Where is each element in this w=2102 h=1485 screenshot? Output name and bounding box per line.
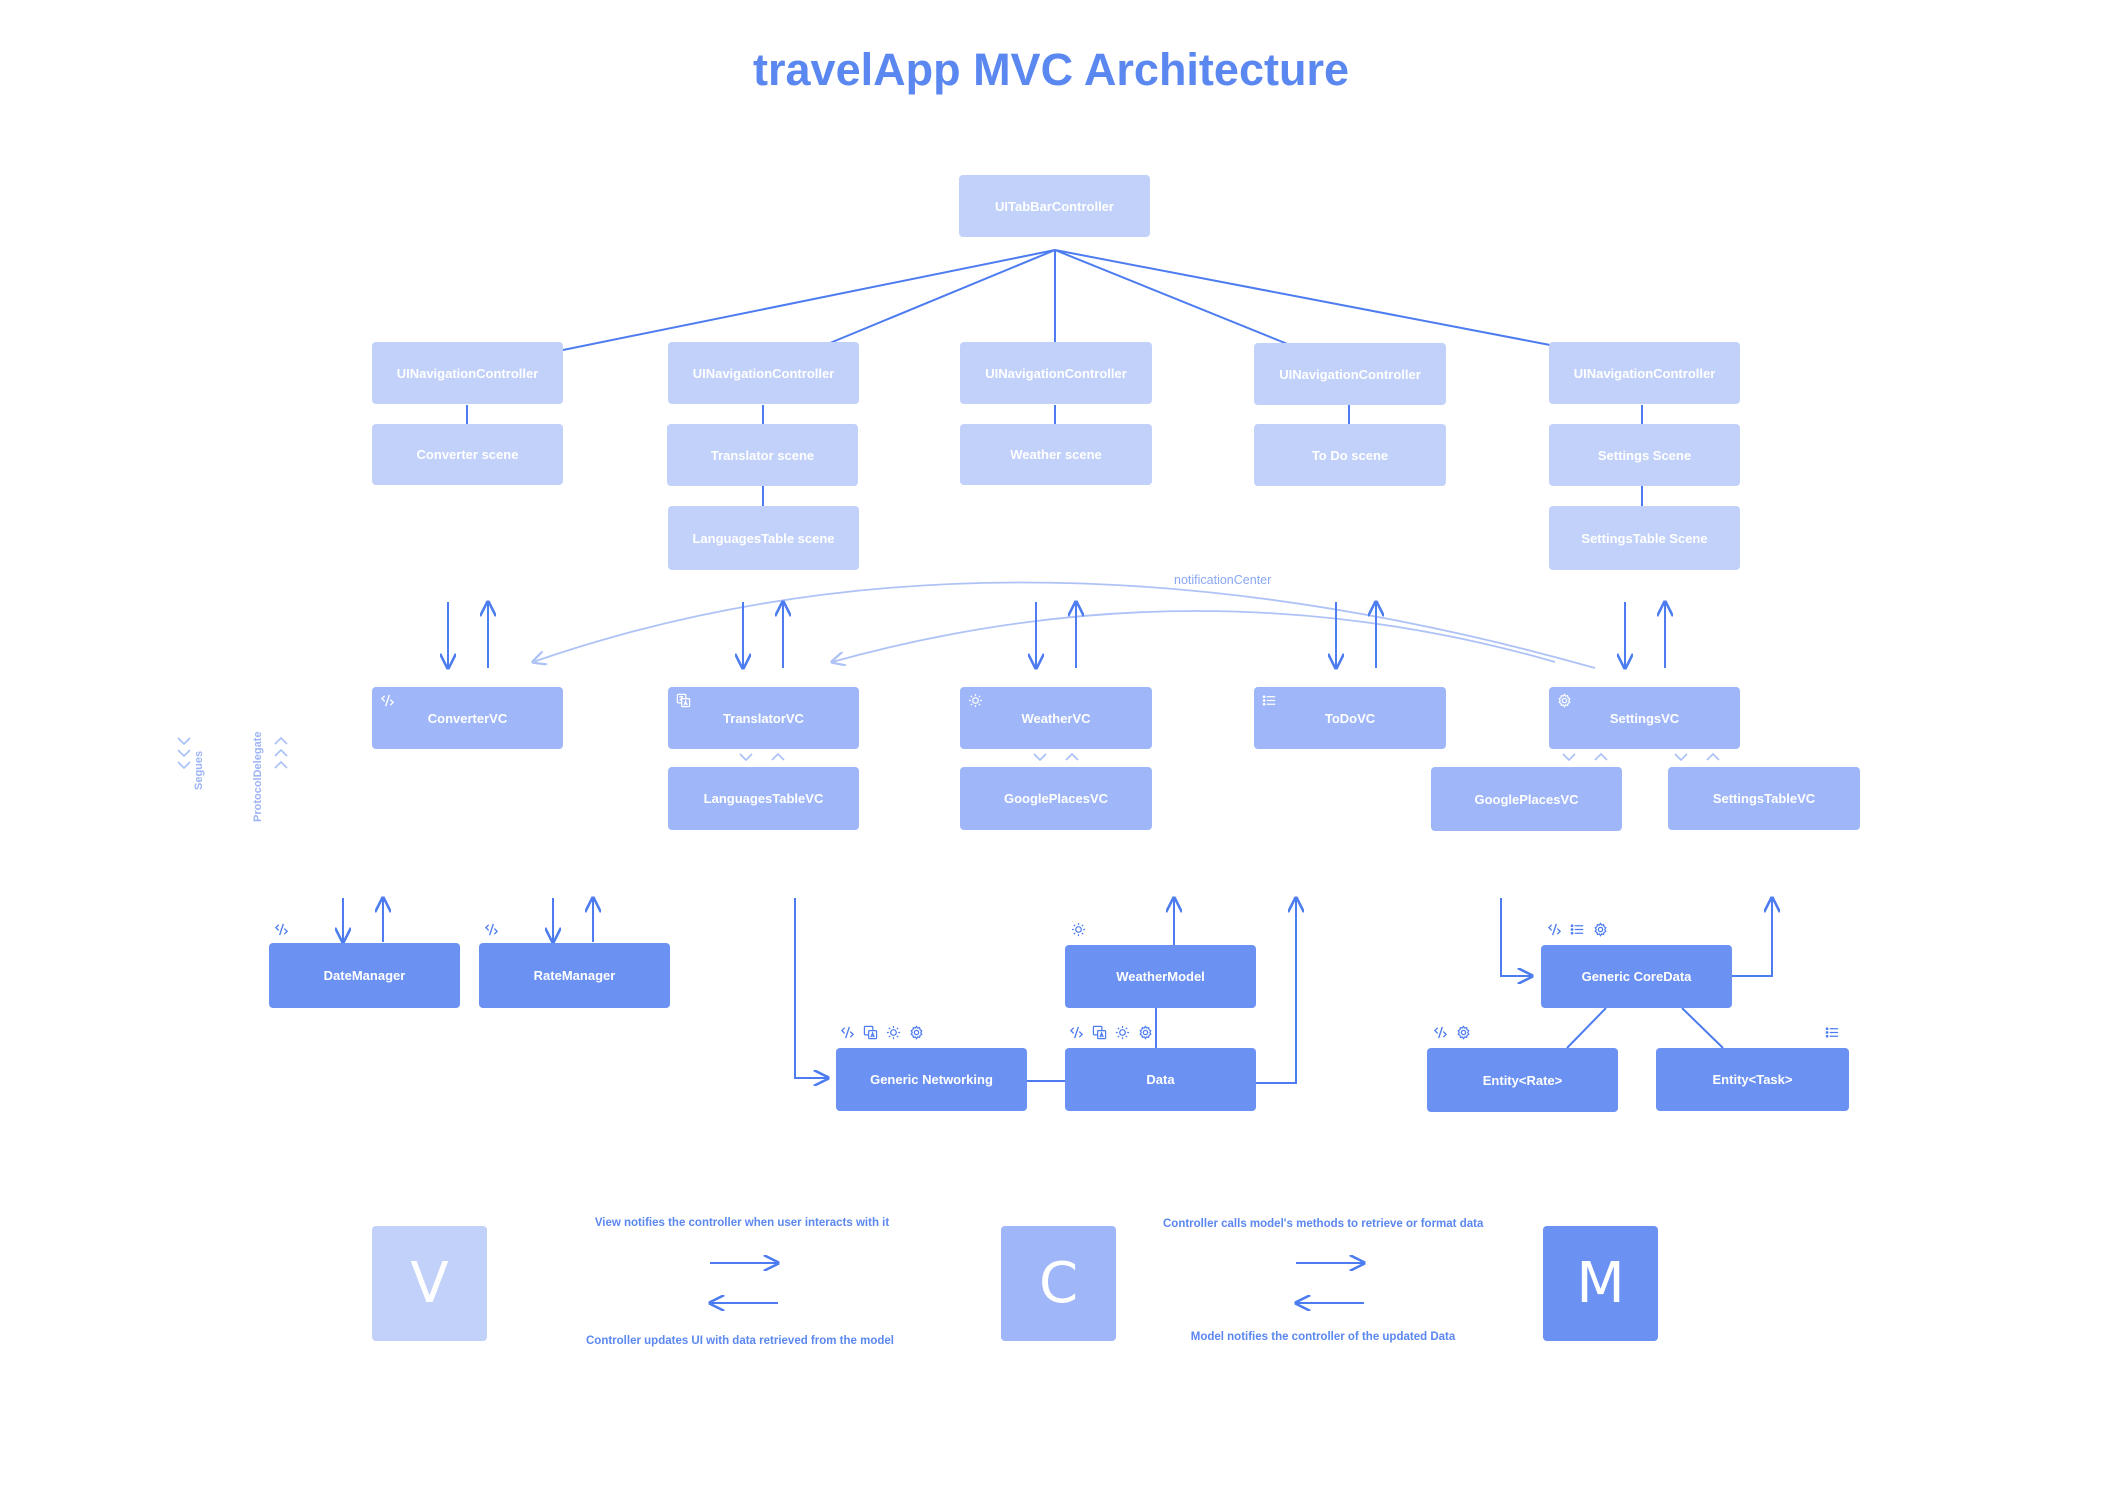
generic-networking-icons <box>840 1025 924 1040</box>
entity-rate-node: Entity<Rate> <box>1427 1048 1618 1112</box>
gear-icon <box>1594 922 1607 937</box>
code-icon <box>484 923 499 936</box>
nav-controller-node: UINavigationController <box>372 342 563 404</box>
rate-manager-node: RateManager <box>479 943 670 1008</box>
gear-icon <box>1557 693 1572 708</box>
list-icon <box>1262 693 1277 708</box>
todo-scene-node: To Do scene <box>1254 424 1446 486</box>
translator-vc-label: TranslatorVC <box>723 710 804 726</box>
code-icon <box>1069 1026 1084 1039</box>
entity-rate-icons <box>1433 1025 1471 1040</box>
legend-controller-tile: C <box>1001 1226 1116 1341</box>
translate-icon <box>676 693 691 708</box>
languages-table-scene-node: LanguagesTable scene <box>668 506 859 570</box>
google-places-vc-node: GooglePlacesVC <box>1431 767 1622 831</box>
nav-scene-connectors <box>466 405 1643 506</box>
translate-icon <box>1092 1025 1107 1040</box>
view-controller-arrows <box>448 602 1665 668</box>
translator-vc-node: TranslatorVC <box>668 687 859 749</box>
coredata-icons <box>1547 922 1608 937</box>
notification-center-label: notificationCenter <box>1174 573 1272 587</box>
gear-icon <box>910 1025 923 1040</box>
converter-vc-node: ConverterVC <box>372 687 563 749</box>
gear-icon <box>1139 1025 1152 1040</box>
sun-icon <box>1071 922 1086 937</box>
settings-vc-node: SettingsVC <box>1549 687 1740 749</box>
legend-controller-calls-text: Controller calls model's methods to retr… <box>1163 1218 1484 1230</box>
date-manager-node: DateManager <box>269 943 460 1008</box>
settings-table-scene-node: SettingsTable Scene <box>1549 506 1740 570</box>
list-icon <box>1825 1027 1839 1038</box>
data-node: Data <box>1065 1048 1256 1111</box>
list-icon <box>1570 924 1584 935</box>
converter-scene-node: Converter scene <box>372 424 563 485</box>
sun-icon <box>968 693 983 708</box>
date-manager-icons <box>274 922 289 937</box>
gear-icon <box>1457 1025 1470 1040</box>
code-icon <box>380 693 395 708</box>
side-legend-chevrons <box>177 736 288 770</box>
weather-scene-node: Weather scene <box>960 424 1152 485</box>
translate-icon <box>863 1025 878 1040</box>
generic-coredata-node: Generic CoreData <box>1541 945 1732 1008</box>
weather-vc-node: WeatherVC <box>960 687 1152 749</box>
code-icon <box>1433 1026 1448 1039</box>
model-connectors <box>1026 1007 1724 1082</box>
entity-task-icons <box>1825 1025 1840 1040</box>
legend-view-notifies-text: View notifies the controller when user i… <box>594 1217 890 1229</box>
nav-controller-node: UINavigationController <box>960 342 1152 404</box>
code-icon <box>274 923 289 936</box>
legend-model-notifies-text: Model notifies the controller of the upd… <box>1190 1331 1456 1343</box>
settings-scene-node: Settings Scene <box>1549 424 1740 486</box>
languages-table-vc-node: LanguagesTableVC <box>668 767 859 830</box>
tabbar-connectors <box>562 249 1551 351</box>
settings-vc-label: SettingsVC <box>1609 710 1680 726</box>
sun-icon <box>886 1025 901 1040</box>
legend-controller-updates-text: Controller updates UI with data retrieve… <box>586 1335 894 1347</box>
code-icon <box>1547 923 1562 936</box>
todo-vc-node: ToDoVC <box>1254 687 1446 749</box>
segues-label: Segues <box>193 750 205 790</box>
notification-arcs <box>533 581 1596 669</box>
weather-vc-label: WeatherVC <box>1021 710 1091 726</box>
nav-controller-node: UINavigationController <box>1549 342 1740 404</box>
nav-controller-node: UINavigationController <box>668 342 859 404</box>
weather-model-icons <box>1071 922 1086 937</box>
converter-vc-label: ConverterVC <box>427 710 508 726</box>
legend-model-tile: M <box>1543 1226 1658 1341</box>
settings-table-vc-node: SettingsTableVC <box>1668 767 1860 830</box>
sun-icon <box>1115 1025 1130 1040</box>
nav-controller-node: UINavigationController <box>1254 343 1446 405</box>
google-places-vc-node: GooglePlacesVC <box>960 767 1152 830</box>
generic-networking-node: Generic Networking <box>836 1048 1027 1111</box>
segue-chevrons <box>739 752 1720 762</box>
legend-view-tile: V <box>372 1226 487 1341</box>
rate-manager-icons <box>484 922 499 937</box>
entity-task-node: Entity<Task> <box>1656 1048 1849 1111</box>
controller-model-arrows <box>343 898 1772 1083</box>
code-icon <box>840 1026 855 1039</box>
page-title: travelApp MVC Architecture <box>753 44 1349 95</box>
data-icons <box>1069 1025 1153 1040</box>
tabbar-controller-node: UITabBarController <box>959 175 1150 237</box>
translator-scene-node: Translator scene <box>667 424 858 486</box>
todo-vc-label: ToDoVC <box>1324 710 1376 726</box>
protocol-delegate-label: ProtocolDelegate <box>252 731 264 822</box>
weather-model-node: WeatherModel <box>1065 945 1256 1008</box>
legend-arrows <box>710 1263 1364 1303</box>
